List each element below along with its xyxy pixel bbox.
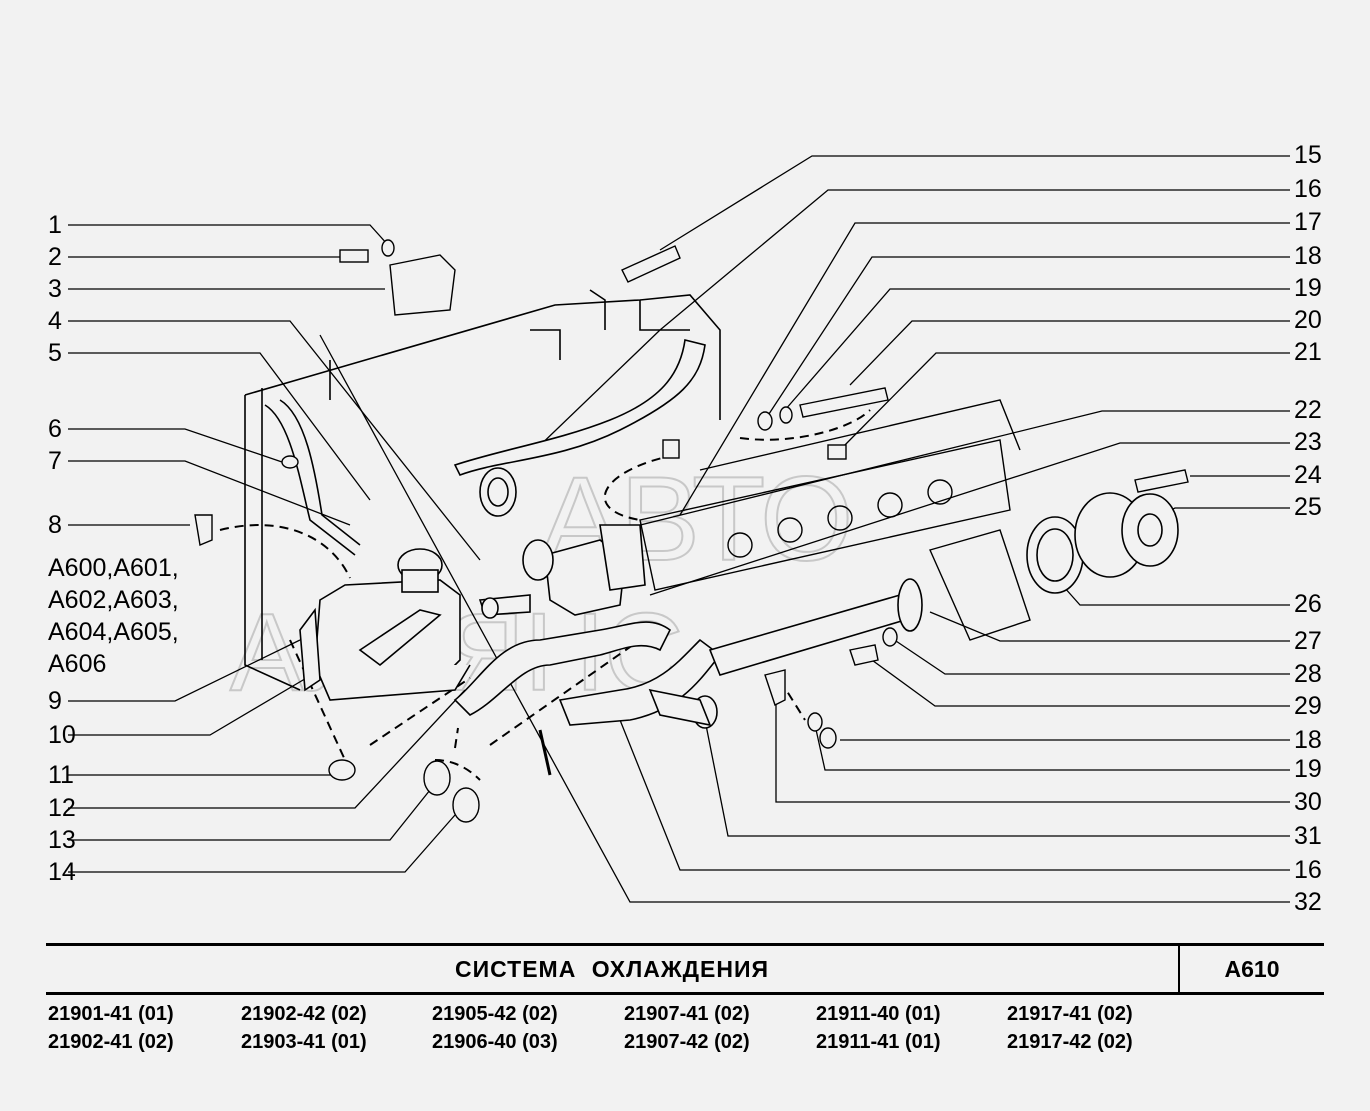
variant-code: 21917-41 (02) <box>1007 1003 1133 1025</box>
variant-code: 21907-42 (02) <box>624 1031 750 1053</box>
callout-30: 30 <box>1294 788 1322 816</box>
callout-27: 27 <box>1294 627 1322 655</box>
callout-12: 12 <box>48 794 76 822</box>
cooling-system-diagram: АВТО АЛЬЯНС <box>48 141 1322 916</box>
lower-pipes <box>453 578 923 729</box>
variant-code: 21907-41 (02) <box>624 1003 750 1025</box>
callout-8: 8 <box>48 511 62 539</box>
callout-6: 6 <box>48 415 62 443</box>
callout-14: 14 <box>48 858 76 886</box>
callout-16: 16 <box>1294 175 1322 203</box>
fasteners <box>194 239 1189 823</box>
variant-column: 21902-42 (02) 21903-41 (01) <box>241 1000 367 1056</box>
variant-code: 21901-41 (01) <box>48 1003 174 1025</box>
callout-10: 10 <box>48 721 76 749</box>
callout-20: 20 <box>1294 306 1322 334</box>
callout-18: 18 <box>1294 242 1322 270</box>
callout-32: 32 <box>1294 888 1322 916</box>
section-code: А610 <box>1224 956 1280 982</box>
callout-19b: 19 <box>1294 755 1322 783</box>
callout-25: 25 <box>1294 493 1322 521</box>
water-pump <box>1026 492 1179 594</box>
callout-16b: 16 <box>1294 856 1322 884</box>
callout-17: 17 <box>1294 208 1322 236</box>
callout-3: 3 <box>48 275 62 303</box>
callout-9: 9 <box>48 687 62 715</box>
callout-31: 31 <box>1294 822 1322 850</box>
callout-24: 24 <box>1294 461 1322 489</box>
variant-code: 21902-41 (02) <box>48 1031 174 1053</box>
title-block: СИСТЕМА ОХЛАЖДЕНИЯ А610 <box>46 943 1324 995</box>
variant-code: 21903-41 (01) <box>241 1031 367 1053</box>
models-note-line: А600,А601, <box>48 554 179 582</box>
callout-28: 28 <box>1294 660 1322 688</box>
diagram-drawing: АВТО АЛЬЯНС <box>68 155 1290 903</box>
variant-column: 21907-41 (02) 21907-42 (02) <box>624 1000 750 1056</box>
variant-code: 21917-42 (02) <box>1007 1031 1133 1053</box>
thermostat-housing <box>478 524 646 619</box>
left-leader-lines <box>68 224 481 873</box>
models-note-line: А606 <box>48 650 107 678</box>
title-divider <box>1178 946 1180 992</box>
callout-19: 19 <box>1294 274 1322 302</box>
variant-code: 21911-41 (01) <box>816 1031 941 1053</box>
expansion-tank <box>299 548 471 701</box>
callout-29: 29 <box>1294 692 1322 720</box>
models-note-line: А604,А605, <box>48 618 179 646</box>
right-leader-lines <box>319 155 1290 903</box>
callout-18b: 18 <box>1294 726 1322 754</box>
callout-23: 23 <box>1294 428 1322 456</box>
variant-code: 21906-40 (03) <box>432 1031 558 1053</box>
variant-code: 21911-40 (01) <box>816 1003 941 1025</box>
variant-column: 21911-40 (01) 21911-41 (01) <box>816 1000 941 1056</box>
callout-7: 7 <box>48 447 62 475</box>
callout-15: 15 <box>1294 141 1322 169</box>
callout-11: 11 <box>48 761 74 789</box>
callout-2: 2 <box>48 243 62 271</box>
callout-4: 4 <box>48 307 62 335</box>
variant-code: 21905-42 (02) <box>432 1003 558 1025</box>
variant-column: 21901-41 (01) 21902-41 (02) <box>48 1000 174 1056</box>
callout-21: 21 <box>1294 338 1322 366</box>
callout-22: 22 <box>1294 396 1322 424</box>
variant-column: 21917-41 (02) 21917-42 (02) <box>1007 1000 1133 1056</box>
variant-code: 21902-42 (02) <box>241 1003 367 1025</box>
engine-head <box>639 399 1031 641</box>
callout-5: 5 <box>48 339 62 367</box>
callout-1: 1 <box>48 211 62 239</box>
page-title: СИСТЕМА ОХЛАЖДЕНИЯ <box>454 956 770 982</box>
variant-column: 21905-42 (02) 21906-40 (03) <box>432 1000 558 1056</box>
callout-13: 13 <box>48 826 76 854</box>
callout-26: 26 <box>1294 590 1322 618</box>
variant-list: 21901-41 (01) 21902-41 (02) 21902-42 (02… <box>46 1000 1246 1070</box>
models-note: А600,А601, А602,А603, А604,А605, А606 <box>48 552 179 680</box>
models-note-line: А602,А603, <box>48 586 179 614</box>
upper-hose <box>453 339 706 517</box>
